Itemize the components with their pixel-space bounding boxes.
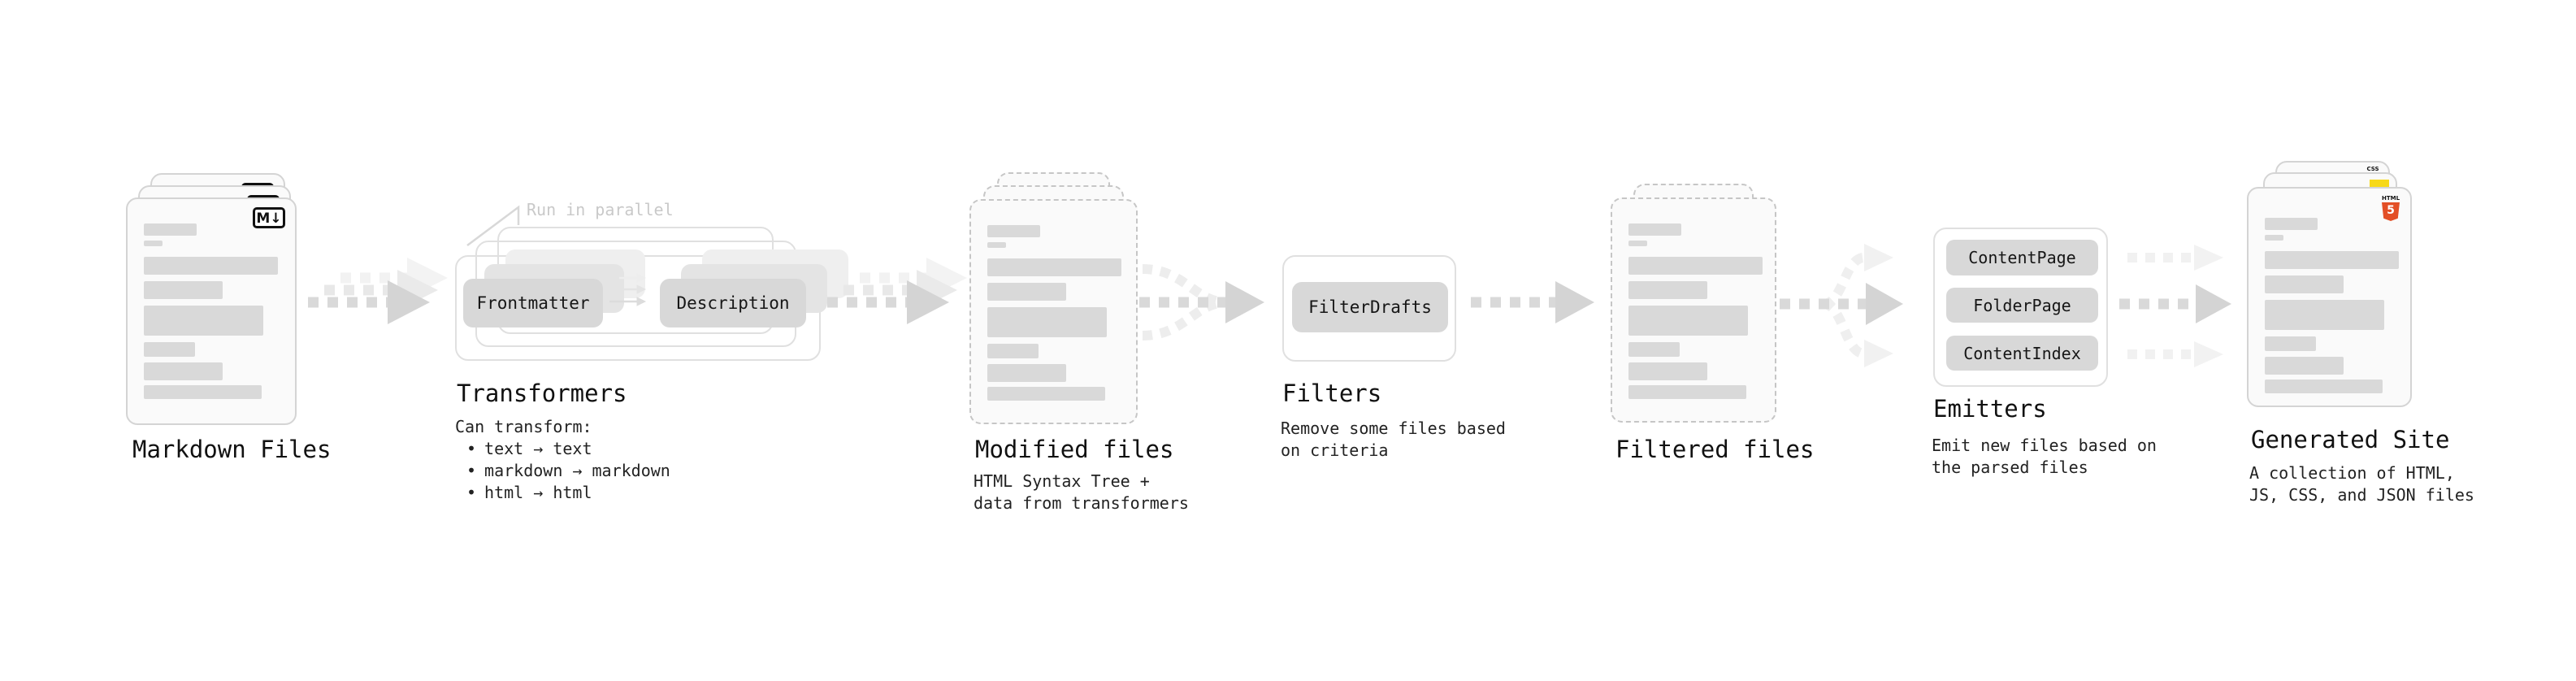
note-bullet: •text → text [466,439,592,458]
arrow-markdown-to-transformers [308,258,448,324]
transformer-node-description: Description [660,279,806,327]
content-bar [144,362,223,380]
site-file-card-html: HTML 5 [2247,187,2412,407]
emitters-box [1933,228,2108,387]
content-bar [987,307,1107,337]
transformers-label: Transformers [457,380,627,407]
html5-icon: HTML 5 [2381,195,2400,221]
content-bar [2265,336,2316,351]
arrow-modified-to-filters [1139,264,1264,340]
note-line: Remove some files based [1281,419,1506,438]
filters-label: Filters [1282,380,1382,407]
parallel-arrows-icon [609,273,647,306]
content-bar [144,385,262,399]
modified-files-note: HTML Syntax Tree + data from transformer… [974,471,1189,514]
modified-files-label: Modified files [975,436,1174,463]
note-line: Can transform: [455,417,592,436]
modified-file-card-front [969,199,1138,424]
markdown-files-label: Markdown Files [132,436,332,463]
content-bar [1628,223,1681,236]
emitters-note: Emit new files based on the parsed files [1932,435,2157,479]
generated-site-note: A collection of HTML, JS, CSS, and JSON … [2249,462,2474,506]
content-bar [2265,357,2344,375]
content-bar [144,223,197,236]
content-bar [987,258,1121,276]
note-line: data from transformers [974,493,1189,513]
note-line: Emit new files based on [1932,436,2157,455]
content-bar [144,241,163,246]
content-bar [1628,281,1707,299]
content-bar [987,364,1066,382]
markdown-icon: M↓ [253,207,285,228]
document-content-placeholder [1628,223,1763,399]
emitter-node-contentpage: ContentPage [1946,240,2098,275]
filtered-file-card-front [1611,197,1776,423]
note-line: on criteria [1281,440,1389,460]
transformers-note: Can transform: •text → text •markdown → … [455,416,670,504]
markdown-file-card-front: M↓ [126,197,297,425]
content-bar [2265,218,2318,230]
emitters-label: Emitters [1933,395,2047,423]
filters-note: Remove some files based on criteria [1281,418,1506,462]
note-line: JS, CSS, and JSON files [2249,485,2474,505]
arrow-emitters-to-site [2119,245,2231,367]
run-in-parallel-annotation: Run in parallel [527,200,674,219]
filtered-files-label: Filtered files [1615,436,1815,463]
content-bar [2265,300,2384,330]
content-bar [987,387,1105,401]
content-bar [1628,342,1680,357]
emitter-node-folderpage: FolderPage [1946,288,2098,323]
content-bar [1628,241,1647,246]
emitter-node-contentindex: ContentIndex [1946,336,2098,371]
content-bar [987,283,1066,301]
content-bar [2265,235,2283,241]
content-bar [144,281,223,299]
content-bar [1628,362,1707,380]
note-line: the parsed files [1932,458,2088,477]
generated-site-label: Generated Site [2251,426,2450,453]
content-bar [987,344,1039,358]
filter-node-filterdrafts: FilterDrafts [1292,282,1448,332]
content-bar [1628,385,1746,399]
arrow-transformers-to-modified [827,258,967,324]
note-line: HTML Syntax Tree + [974,471,1150,491]
document-content-placeholder [144,223,284,399]
note-bullet: •html → html [466,483,592,502]
content-bar [1628,306,1748,336]
content-bar [2265,380,2383,393]
content-bar [144,342,195,357]
arrow-filters-to-filtered [1471,281,1594,323]
content-bar [2265,275,2344,293]
content-bar [2265,251,2399,269]
content-bar [987,242,1006,248]
note-bullet: •markdown → markdown [466,461,670,480]
content-bar [1628,257,1763,275]
run-in-parallel-leader-line [466,205,520,247]
content-bar [144,257,278,275]
note-line: A collection of HTML, [2249,463,2455,483]
content-bar [987,225,1040,237]
arrow-filtered-to-emitters [1780,244,1903,367]
transformer-node-frontmatter: Frontmatter [463,279,603,327]
document-content-placeholder [987,225,1125,401]
content-bar [144,306,263,336]
document-content-placeholder [2265,218,2399,393]
filters-box [1282,255,1456,362]
